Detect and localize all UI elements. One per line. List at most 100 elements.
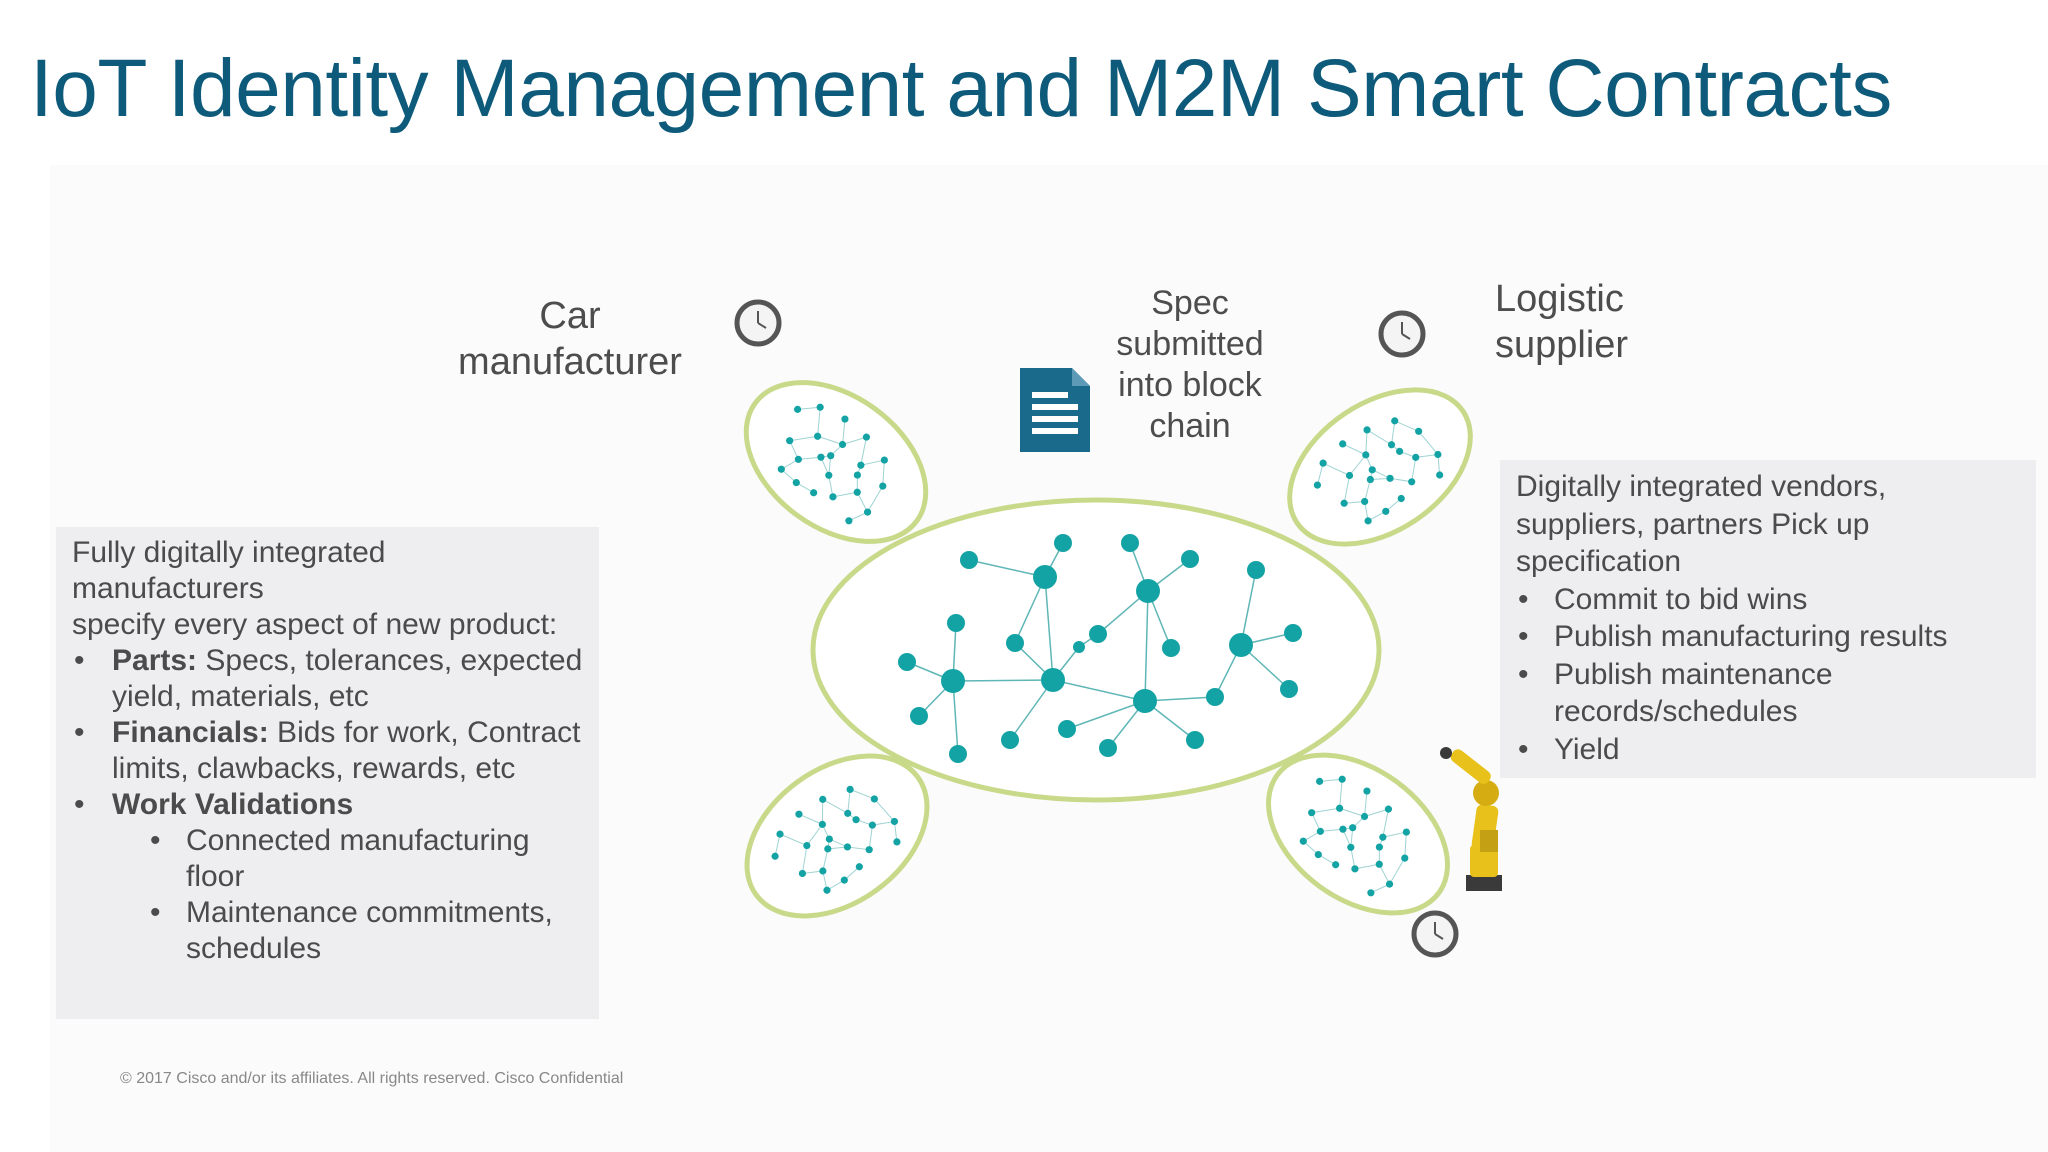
network-link — [1418, 430, 1439, 455]
network-node — [1206, 688, 1224, 706]
network-node — [1229, 633, 1253, 657]
network-node — [870, 795, 878, 803]
network-node — [1345, 471, 1354, 480]
logistic-supplier-label: Logistic supplier — [1495, 276, 1715, 368]
network-node — [1363, 787, 1371, 795]
slide-title: IoT Identity Management and M2M Smart Co… — [30, 43, 1892, 134]
network-link — [1382, 809, 1389, 838]
network-link — [1066, 700, 1146, 730]
network-link — [1404, 832, 1407, 859]
network-node — [1375, 843, 1384, 851]
right-panel-intro-line2: suppliers, partners Pick up — [1516, 507, 1870, 541]
clock-icon — [1411, 910, 1459, 958]
network-link — [1350, 847, 1356, 869]
network-link — [1366, 429, 1392, 446]
network-node — [1412, 453, 1420, 461]
network-node — [1408, 478, 1416, 486]
network-link — [882, 460, 885, 487]
network-link — [1014, 576, 1046, 644]
network-node — [841, 415, 849, 423]
network-link — [842, 419, 846, 445]
network-link — [860, 459, 885, 466]
network-node — [1316, 827, 1324, 835]
network-link — [798, 813, 823, 825]
network-link — [1394, 420, 1419, 432]
network-link — [1240, 569, 1257, 646]
network-node — [786, 437, 794, 445]
network-link — [1044, 576, 1054, 681]
mini-network-bottom-right — [1299, 775, 1410, 897]
supplier-description-panel: Digitally integrated vendors, suppliers,… — [1500, 460, 2036, 778]
network-link — [797, 406, 821, 410]
network-node — [1391, 417, 1399, 425]
network-link — [1389, 477, 1412, 483]
central-network — [898, 534, 1302, 763]
network-node — [855, 863, 863, 871]
network-link — [1052, 679, 1146, 702]
list-item-parts: Parts: Specs, tolerances, expected yield… — [72, 643, 583, 715]
list-item-text: Yield — [1554, 732, 1620, 766]
list-item: Commit to bid wins — [1516, 581, 2020, 619]
network-link — [1365, 429, 1368, 455]
list-item-text: Commit to bid wins — [1554, 582, 1808, 616]
spec-label-line1: Spec — [1151, 284, 1229, 322]
list-item-work-validations: Work Validations — [72, 787, 583, 823]
network-node — [947, 614, 965, 632]
robot-arm-icon — [1440, 747, 1502, 891]
network-node — [819, 867, 827, 875]
network-node — [1379, 833, 1387, 841]
network-node — [1181, 550, 1199, 568]
left-panel-intro-line1: Fully digitally integrated manufacturers — [72, 536, 386, 605]
network-node — [1363, 426, 1371, 434]
document-icon — [1020, 368, 1090, 452]
network-link — [1415, 453, 1438, 458]
network-node — [1033, 565, 1057, 589]
network-node — [1384, 805, 1393, 813]
network-node — [1315, 777, 1324, 785]
network-node — [817, 453, 825, 461]
network-node — [1041, 668, 1065, 692]
network-link — [1411, 457, 1417, 482]
network-node — [1247, 561, 1265, 579]
network-node — [1001, 731, 1019, 749]
network-node — [844, 809, 852, 817]
network-node — [1385, 880, 1394, 888]
network-node — [1319, 459, 1327, 467]
network-node — [1006, 634, 1024, 652]
network-link — [822, 798, 848, 814]
network-link — [806, 824, 823, 846]
network-node — [845, 517, 853, 525]
network-link — [868, 825, 873, 850]
network-link — [798, 456, 821, 460]
network-ellipse-bottom-right — [1266, 752, 1450, 916]
sub-list-item-text: schedules — [186, 932, 322, 965]
list-item-financials: Financials: Bids for work, Contract limi… — [72, 715, 583, 787]
sub-list-item-text: floor — [186, 860, 245, 893]
network-node — [1336, 804, 1344, 812]
list-item-text: limits, clawbacks, rewards, etc — [112, 752, 516, 785]
network-node — [814, 432, 822, 440]
network-node — [1284, 624, 1302, 642]
network-link — [832, 491, 858, 498]
network-node — [910, 707, 928, 725]
network-link — [789, 435, 818, 442]
network-link — [968, 559, 1046, 578]
network-link — [817, 407, 821, 437]
network-node — [1396, 447, 1404, 455]
network-node — [890, 817, 899, 826]
list-item: Publish maintenance records/schedules — [1516, 656, 2020, 731]
mini-network-bottom-left — [771, 785, 901, 894]
network-node — [827, 452, 835, 460]
network-node — [1162, 639, 1180, 657]
network-node — [776, 830, 784, 838]
list-item-bold: Financials: — [112, 716, 269, 749]
right-panel-intro-line3: specification — [1516, 545, 1682, 578]
network-node — [1339, 825, 1347, 833]
network-node — [1332, 861, 1340, 869]
network-node — [798, 869, 807, 878]
network-node — [1351, 865, 1359, 873]
network-node — [816, 403, 824, 411]
list-item-text: Publish maintenance — [1554, 657, 1833, 691]
network-link — [860, 437, 867, 466]
list-item-bold: Work Validations — [112, 788, 354, 821]
